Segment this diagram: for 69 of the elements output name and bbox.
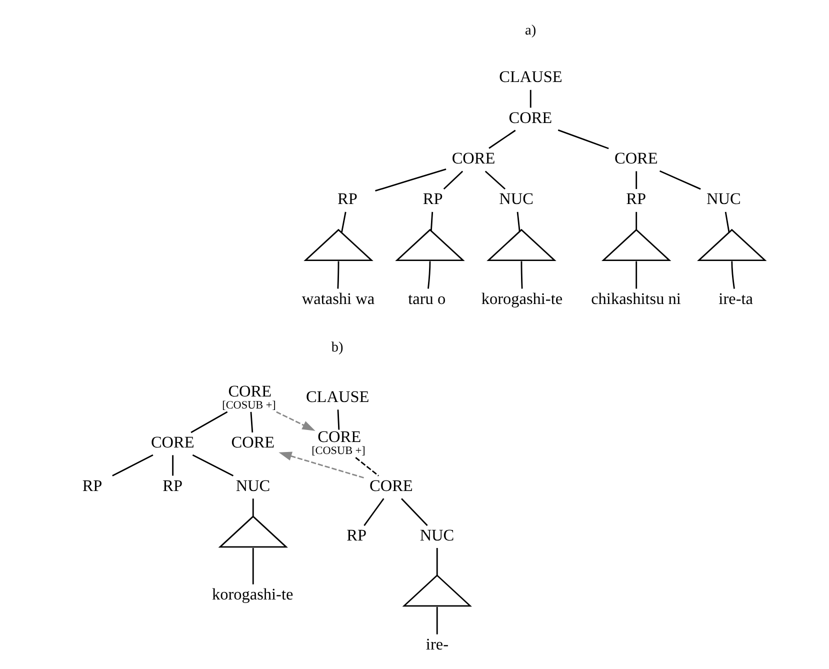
node-text: CORE	[451, 150, 495, 168]
label: a)	[524, 22, 536, 38]
node-text: NUC	[498, 190, 533, 208]
label: b)	[330, 339, 343, 356]
connector	[374, 168, 446, 192]
connector	[436, 548, 438, 576]
node-triangle	[486, 228, 556, 261]
node-text: CORE	[508, 108, 552, 127]
connector	[172, 455, 174, 476]
connector	[252, 548, 254, 584]
connector	[252, 498, 254, 516]
node-text: CORE	[230, 434, 274, 452]
connector	[724, 212, 730, 232]
node-triangle	[218, 515, 288, 548]
node-text: RP	[82, 476, 102, 495]
connector	[190, 411, 228, 434]
node-text: CORE	[369, 476, 412, 495]
node-text: ire-	[425, 635, 448, 654]
node-text: korogashi-te	[211, 586, 293, 604]
connector	[635, 261, 637, 289]
arrow	[276, 411, 315, 431]
connector	[557, 129, 608, 150]
node-triangle	[303, 228, 373, 261]
connector	[436, 606, 438, 634]
node-text: NUC	[706, 190, 740, 208]
connector	[430, 212, 433, 231]
node-text: CLAUSE	[305, 388, 369, 406]
connector	[336, 410, 340, 430]
connector	[658, 170, 700, 190]
connector	[442, 170, 463, 190]
node-text: RP	[346, 526, 366, 545]
node-text: CORE [COSUB +]	[222, 382, 276, 412]
node-text: RP	[162, 476, 182, 495]
connector	[516, 212, 520, 232]
connector	[354, 457, 378, 476]
connector	[488, 130, 516, 149]
connector	[520, 261, 522, 289]
node-text: RP	[626, 190, 646, 208]
node-text: CORE	[150, 434, 194, 452]
connector	[730, 261, 734, 289]
connector	[400, 498, 428, 526]
node-text: ire-ta	[718, 290, 752, 308]
node-triangle	[394, 228, 464, 261]
node-text: RP	[336, 190, 357, 208]
node-text: CLAUSE	[498, 68, 562, 86]
node-text: watashi wa	[301, 290, 374, 308]
node-text: chikashitsu ni	[590, 290, 680, 308]
connector	[363, 498, 384, 526]
connector	[192, 454, 234, 476]
node-triangle	[696, 228, 766, 261]
connector	[529, 90, 531, 108]
connector	[484, 170, 506, 190]
node-triangle	[402, 574, 472, 607]
connector	[635, 212, 637, 230]
node-text: NUC	[419, 526, 454, 545]
connector	[112, 454, 153, 476]
node-text: korogashi-te	[480, 290, 562, 308]
node-text: taru o	[408, 290, 446, 308]
node-text: CORE [COSUB +]	[311, 428, 365, 458]
connector	[336, 261, 339, 289]
node-text: CORE	[614, 150, 658, 168]
node-triangle	[600, 228, 671, 261]
connector	[635, 171, 637, 190]
arrow	[278, 452, 364, 478]
node-text: RP	[422, 190, 442, 208]
connector	[427, 261, 430, 289]
connector	[250, 412, 253, 433]
connector	[340, 212, 346, 233]
node-text: NUC	[235, 476, 270, 495]
